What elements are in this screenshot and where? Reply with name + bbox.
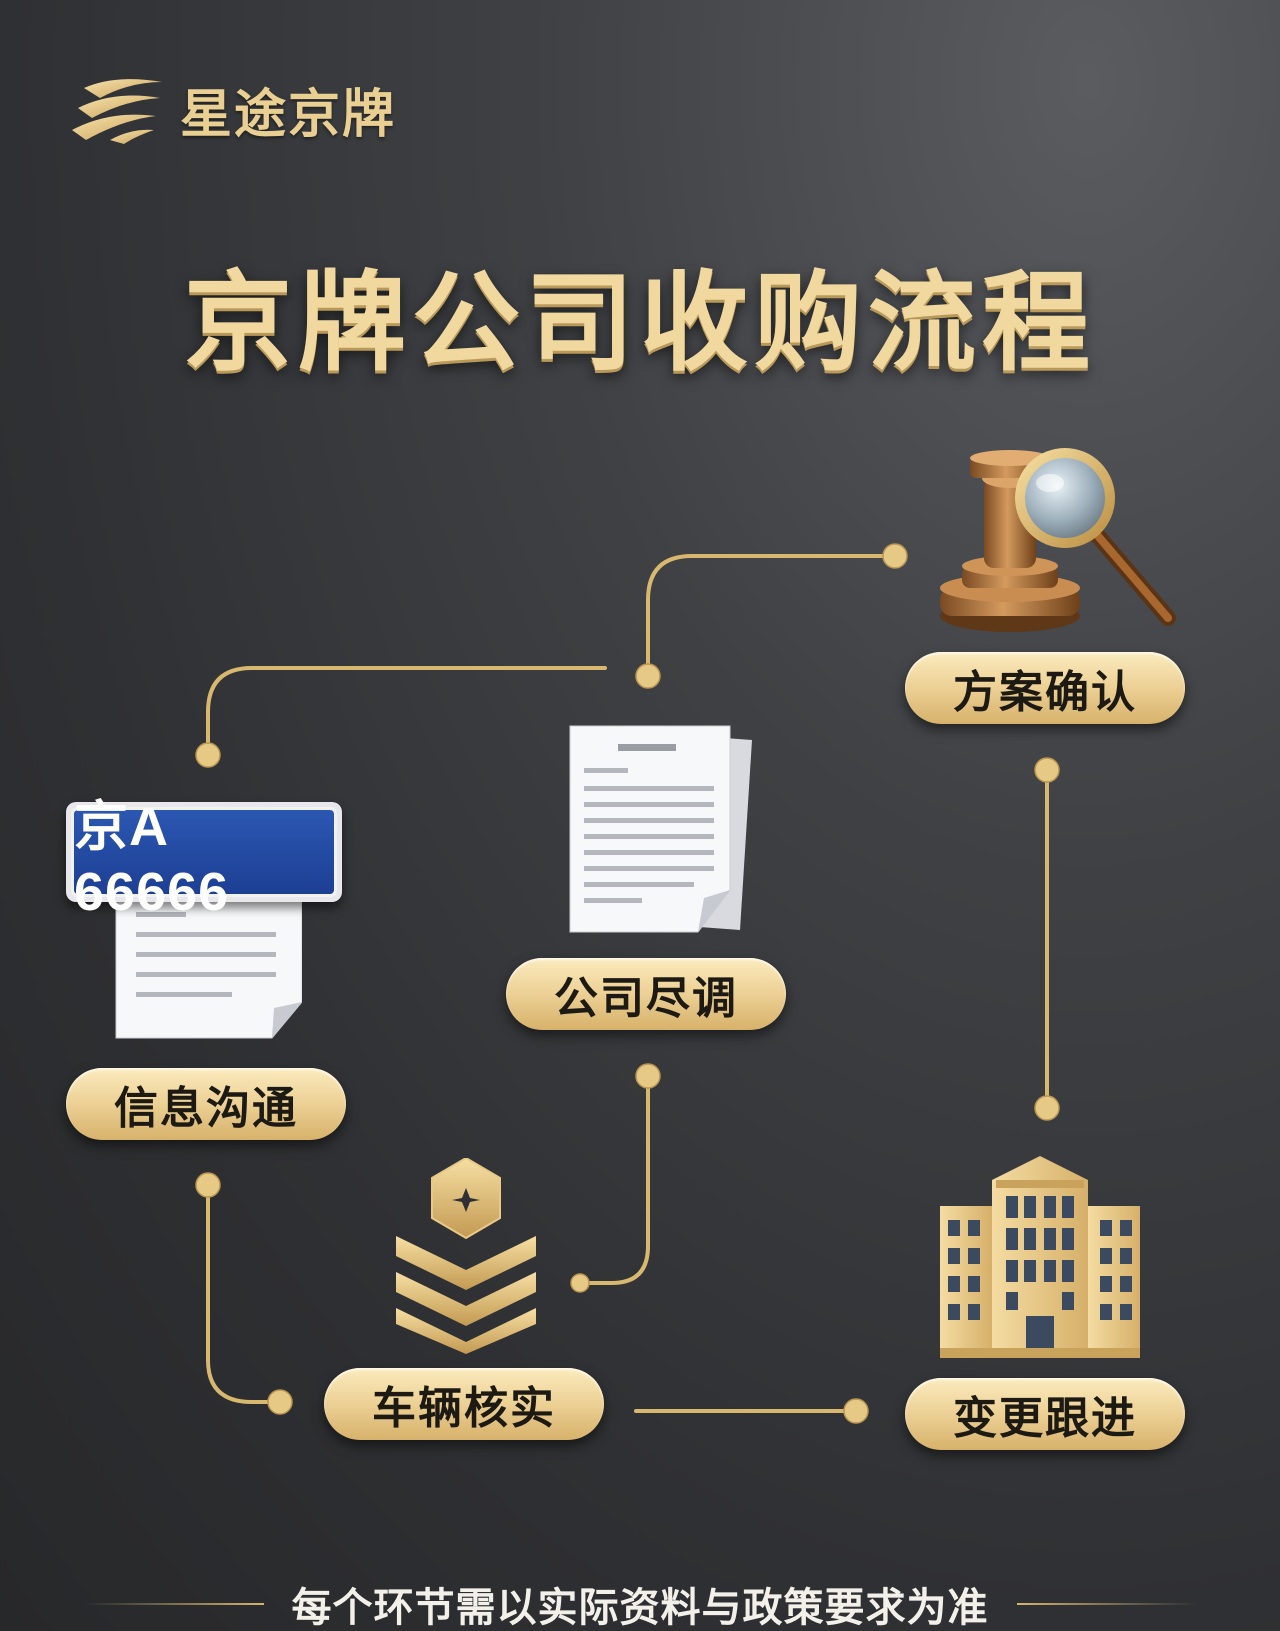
license-plate-number: 京A 66666 xyxy=(71,797,337,922)
footer: 每个环节需以实际资料与政策要求为准 xyxy=(0,1580,1280,1631)
footer-divider-left xyxy=(83,1603,264,1605)
step-pill-company-due-diligence: 公司尽调 xyxy=(506,958,786,1030)
page-title: 京牌公司收购流程 xyxy=(183,261,1096,386)
layers-badge-icon xyxy=(396,1158,536,1354)
footer-divider-right xyxy=(1016,1603,1197,1605)
footer-note: 每个环节需以实际资料与政策要求为准 xyxy=(291,1585,989,1631)
office-building-icon xyxy=(940,1156,1140,1358)
brand-name: 星途京牌 xyxy=(180,85,397,145)
gavel-magnifier-icon xyxy=(940,448,1176,632)
step-pill-vehicle-verify: 车辆核实 xyxy=(324,1368,604,1440)
license-plate: 京A 66666 xyxy=(66,797,342,922)
step-pill-info-communication: 信息沟通 xyxy=(66,1068,346,1140)
brand: 星途京牌 xyxy=(70,72,396,147)
step-pill-change-followup: 变更跟进 xyxy=(905,1378,1185,1450)
swoosh-logo-icon xyxy=(72,78,162,144)
document-icon xyxy=(569,725,752,933)
license-plate-document-icon xyxy=(115,892,302,1039)
step-pill-plan-confirm: 方案确认 xyxy=(905,652,1185,724)
